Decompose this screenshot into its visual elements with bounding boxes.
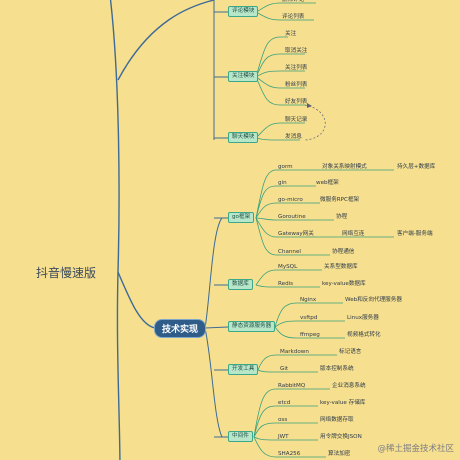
root-node[interactable]: 抖音慢速版 <box>36 266 97 280</box>
box-chat-module[interactable]: 聊天模块 <box>228 132 259 143</box>
node-gorm-desc2[interactable]: 持久层+数据库 <box>397 164 436 170</box>
node-rabbitmq-desc[interactable]: 企业消息系统 <box>332 383 366 389</box>
node-unfollow[interactable]: 取消关注 <box>285 48 308 54</box>
node-go-micro[interactable]: go-micro <box>278 197 303 203</box>
relation-arrow <box>304 104 326 141</box>
box-go-framework[interactable]: go框架 <box>228 212 255 223</box>
relation-arrow-head <box>307 103 312 108</box>
node-sha256-desc[interactable]: 算法加密 <box>328 451 351 457</box>
node-fans-list[interactable]: 粉丝列表 <box>285 82 308 88</box>
node-gin-desc[interactable]: web框架 <box>316 180 339 186</box>
node-channel-desc[interactable]: 协程通信 <box>332 249 355 255</box>
node-gin[interactable]: gin <box>278 180 287 186</box>
box-follow-module[interactable]: 关注模块 <box>228 71 259 82</box>
node-gateway[interactable]: Gateway网关 <box>278 231 314 237</box>
node-nginx[interactable]: Nginx <box>300 297 317 303</box>
node-redis-desc[interactable]: key-value数据库 <box>322 281 366 287</box>
node-markdown-desc[interactable]: 标记语言 <box>339 349 362 355</box>
node-gateway-desc2[interactable]: 客户端-服务端 <box>397 231 433 237</box>
node-mysql[interactable]: MySQL <box>278 264 298 270</box>
node-ffmpeg[interactable]: ffmpeg <box>300 332 320 338</box>
node-mysql-desc[interactable]: 关系型数据库 <box>324 264 358 270</box>
edge-main-trunk <box>204 217 223 329</box>
node-redis[interactable]: Redis <box>278 281 294 287</box>
node-git-desc[interactable]: 版本控制系统 <box>320 366 354 372</box>
box-static-server[interactable]: 静态资源服务器 <box>228 321 276 332</box>
node-rabbitmq[interactable]: RabbitMQ <box>278 383 306 389</box>
root-to-main <box>117 271 156 329</box>
node-go-micro-desc[interactable]: 微服务RPC框架 <box>320 197 360 203</box>
node-goroutine[interactable]: Goroutine <box>278 214 306 220</box>
node-follow[interactable]: 关注 <box>285 31 297 37</box>
node-ffmpeg-desc[interactable]: 视频格式转化 <box>347 332 381 338</box>
node-oss-desc[interactable]: 网络数据存取 <box>320 417 354 423</box>
node-follow-list[interactable]: 关注列表 <box>285 65 308 71</box>
root-trunk <box>109 0 121 460</box>
node-oss[interactable]: oss <box>278 417 288 423</box>
main-node-tech[interactable]: 技术实现 <box>154 319 207 338</box>
root-trunk-top-branch <box>117 0 215 81</box>
node-gorm-desc[interactable]: 对象关系映射模式 <box>322 164 367 170</box>
node-gorm[interactable]: gorm <box>278 164 293 170</box>
node-nginx-desc[interactable]: Web和反向代理服务器 <box>345 297 402 303</box>
node-comment-list[interactable]: 评论列表 <box>282 14 305 20</box>
node-sha256[interactable]: SHA256 <box>278 451 301 457</box>
box-middleware[interactable]: 中间件 <box>228 431 253 442</box>
edge-main-trunk-low <box>204 327 223 438</box>
node-jwt[interactable]: JWT <box>278 434 289 440</box>
box-database[interactable]: 数据库 <box>228 279 253 290</box>
node-delete-comment[interactable]: 删除评论 <box>282 0 305 3</box>
watermark: @稀土掘金技术社区 <box>377 444 454 454</box>
node-gateway-desc[interactable]: 网络互连 <box>342 231 365 237</box>
node-vsftpd-desc[interactable]: Linux服务器 <box>347 315 379 321</box>
node-etcd[interactable]: etcd <box>278 400 291 406</box>
node-chat-record[interactable]: 聊天记录 <box>285 117 308 123</box>
node-channel[interactable]: Channel <box>278 249 301 255</box>
node-markdown[interactable]: Markdown <box>280 349 309 355</box>
box-comment-module[interactable]: 评论模块 <box>228 6 259 17</box>
node-git[interactable]: Git <box>280 366 289 372</box>
box-dev-tools[interactable]: 开发工具 <box>228 364 259 375</box>
node-jwt-desc[interactable]: 用令牌交换JSON <box>320 434 362 440</box>
node-goroutine-desc[interactable]: 协程 <box>336 214 348 220</box>
node-send-message[interactable]: 发消息 <box>285 134 302 140</box>
node-etcd-desc[interactable]: key-value 存储库 <box>320 400 366 406</box>
node-friend-list[interactable]: 好友列表 <box>285 99 308 105</box>
node-vsftpd[interactable]: vsftpd <box>300 315 318 321</box>
